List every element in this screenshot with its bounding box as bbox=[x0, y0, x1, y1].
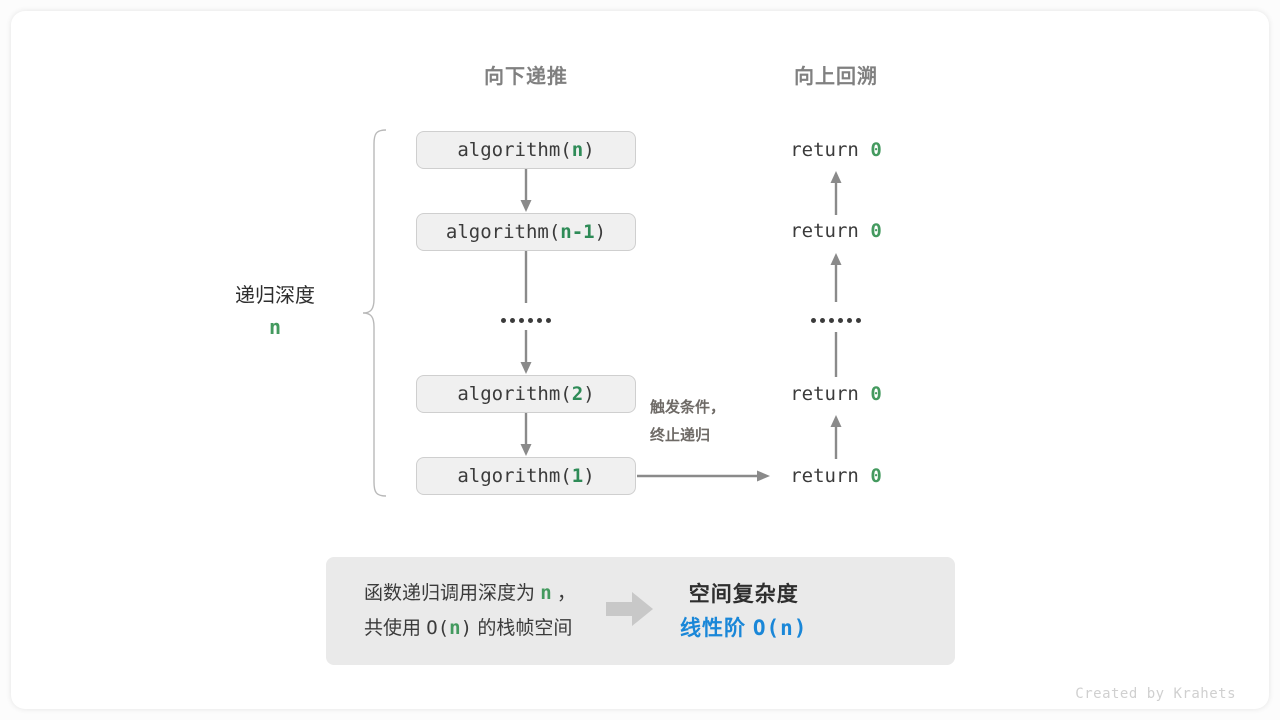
summary-left-text: 函数递归调用深度为 n ， 共使用 O(n) 的栈帧空间 bbox=[364, 576, 576, 646]
summary-line-2-o: O( bbox=[426, 617, 450, 639]
return-value: 0 bbox=[870, 139, 882, 161]
summary-line-2-suffix: 的栈帧空间 bbox=[472, 618, 573, 639]
call-box-n-minus-1[interactable]: algorithm(n-1) bbox=[416, 213, 636, 251]
call-box-fn: algorithm( bbox=[457, 383, 572, 405]
summary-line-2-close: ) bbox=[460, 617, 473, 639]
column-header-ascend: 向上回溯 bbox=[794, 66, 878, 88]
return-value: 0 bbox=[870, 220, 882, 242]
trigger-note-line-1: 触发条件， bbox=[650, 399, 726, 416]
call-box-n[interactable]: algorithm(n) bbox=[416, 131, 636, 169]
space-complexity-title: 空间复杂度 bbox=[688, 583, 799, 607]
arrow-up-icon-1 bbox=[830, 171, 842, 215]
arrow-down-icon-2 bbox=[524, 251, 528, 303]
return-value: 0 bbox=[870, 383, 882, 405]
call-box-arg: n-1 bbox=[560, 221, 595, 243]
summary-box: 函数递归调用深度为 n ， 共使用 O(n) 的栈帧空间 空间复杂度 线性阶 O… bbox=[326, 557, 955, 665]
call-box-close: ) bbox=[594, 221, 607, 243]
recursion-depth-value: n bbox=[268, 315, 282, 339]
arrow-down-icon-3 bbox=[520, 330, 532, 374]
summary-line-1-n: n bbox=[540, 581, 552, 604]
arrow-up-icon-2 bbox=[830, 253, 842, 302]
call-box-arg: 1 bbox=[571, 465, 584, 487]
summary-arrow-right-icon bbox=[606, 591, 654, 631]
return-keyword: return bbox=[790, 465, 859, 487]
recursion-depth-text: 递归深度 bbox=[235, 285, 315, 307]
call-box-arg: n bbox=[571, 139, 584, 161]
credit-text: Created by Krahets bbox=[1075, 686, 1236, 702]
call-box-arg: 2 bbox=[571, 383, 584, 405]
summary-line-1-suffix: ， bbox=[551, 582, 577, 604]
summary-right-text: 空间复杂度 线性阶 O(n) bbox=[680, 577, 807, 644]
call-box-close: ) bbox=[583, 139, 595, 161]
summary-line-1: 函数递归调用深度为 n ， bbox=[364, 576, 576, 611]
column-header-descend: 向下递推 bbox=[484, 66, 568, 88]
arrow-right-icon-base-case bbox=[637, 470, 770, 482]
return-keyword: return bbox=[790, 220, 859, 242]
return-label-1: return 0 bbox=[790, 139, 882, 161]
call-box-fn: algorithm( bbox=[457, 139, 572, 161]
arrow-up-icon-4 bbox=[830, 415, 842, 459]
call-box-1[interactable]: algorithm(1) bbox=[416, 457, 636, 495]
depth-brace-icon bbox=[362, 129, 387, 497]
call-box-fn: algorithm( bbox=[457, 465, 572, 487]
return-keyword: return bbox=[790, 139, 859, 161]
summary-line-2: 共使用 O(n) 的栈帧空间 bbox=[364, 611, 576, 646]
call-box-close: ) bbox=[583, 383, 595, 405]
summary-line-2-prefix: 共使用 bbox=[364, 618, 427, 639]
return-label-4: return 0 bbox=[790, 465, 882, 487]
recursion-depth-label: 递归深度 n bbox=[200, 280, 350, 342]
summary-line-1-prefix: 函数递归调用深度为 bbox=[364, 582, 541, 604]
call-box-2[interactable]: algorithm(2) bbox=[416, 375, 636, 413]
space-complexity-order: 线性阶 bbox=[680, 617, 753, 641]
trigger-note-line-2: 终止递归 bbox=[650, 426, 711, 444]
arrow-down-icon-1 bbox=[520, 169, 532, 212]
summary-line-2-n: n bbox=[449, 617, 461, 639]
space-complexity-value: 线性阶 O(n) bbox=[680, 613, 807, 645]
return-keyword: return bbox=[790, 383, 859, 405]
ellipsis-dots-right bbox=[811, 318, 861, 323]
trigger-condition-note: 触发条件， 终止递归 bbox=[650, 394, 725, 450]
arrow-down-icon-4 bbox=[520, 413, 532, 456]
return-label-2: return 0 bbox=[790, 220, 882, 242]
space-complexity-expr: O(n) bbox=[752, 616, 808, 641]
return-label-3: return 0 bbox=[790, 383, 882, 405]
return-value: 0 bbox=[870, 465, 882, 487]
ellipsis-dots-left bbox=[501, 318, 551, 323]
call-box-close: ) bbox=[583, 465, 595, 487]
call-box-fn: algorithm( bbox=[445, 221, 561, 243]
arrow-up-icon-3 bbox=[834, 332, 838, 377]
